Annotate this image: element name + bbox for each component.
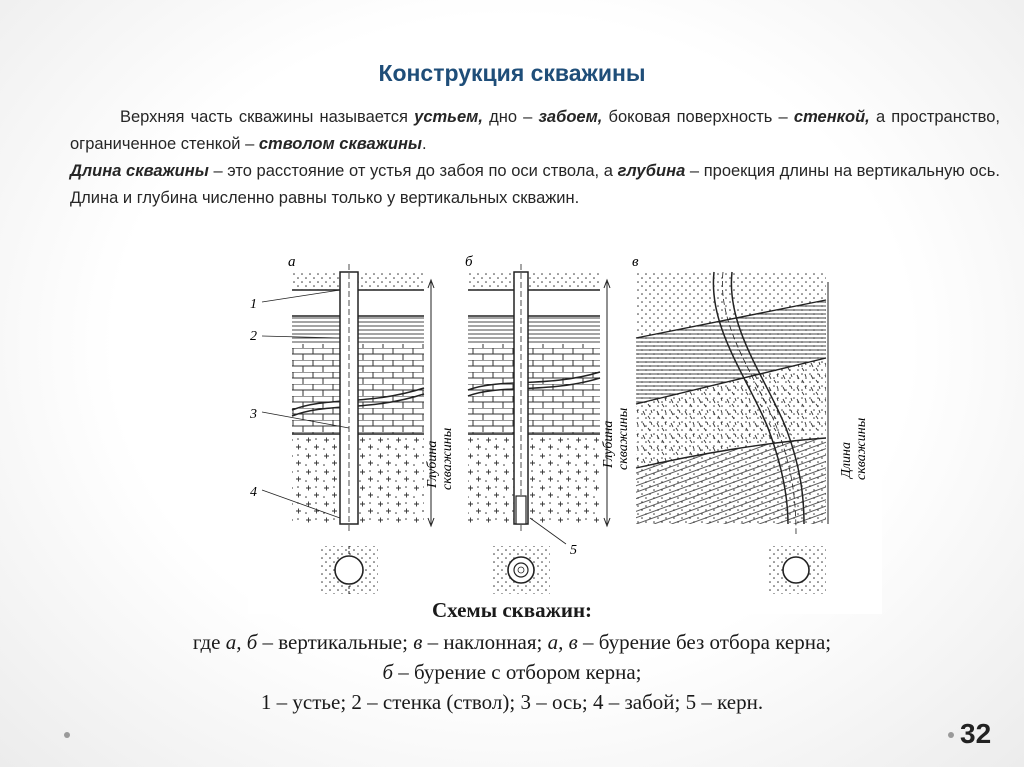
text-span: Верхняя часть скважины называется [120, 108, 415, 126]
well-schemes-figure: а 1 2 3 4 Глубина скважины [248, 228, 882, 614]
depth-label-b-1: Глубина [601, 421, 616, 469]
label-4: 4 [250, 485, 257, 500]
text-span: – это расстояние от устья до забоя по ос… [208, 162, 618, 180]
label-a: а [288, 254, 296, 270]
italic-span: б [382, 660, 394, 684]
scheme-a [261, 264, 435, 596]
text-span: – вертикальные; [257, 630, 414, 654]
label-2: 2 [250, 329, 257, 344]
term-mouth: устьем, [414, 108, 483, 126]
figure-caption-line-1: где а, б – вертикальные; в – наклонная; … [0, 630, 1024, 655]
text-span: . [422, 135, 427, 153]
text-span: боковая поверхность – [602, 108, 794, 126]
decor-dot-left [64, 732, 70, 738]
text-span: а пространство, ограниченное стенкой – [70, 108, 1000, 153]
label-c: в [632, 254, 639, 270]
scheme-b [467, 264, 611, 594]
label-b: б [465, 254, 473, 270]
text-span: где [192, 630, 226, 654]
text-span: дно – [482, 108, 539, 126]
well-schemes-svg: а 1 2 3 4 Глубина скважины [249, 254, 869, 596]
italic-span: а, б [225, 630, 258, 654]
italic-span: в [413, 630, 423, 654]
page-number: 32 [960, 718, 992, 749]
depth-label-a-1: Глубина [425, 441, 440, 489]
text-span: – бурение с отбором керна; [393, 660, 642, 684]
text-span: – бурение без отбора керна; [577, 630, 832, 654]
decor-dot-right [948, 732, 954, 738]
paragraph-definitions: Верхняя часть скважины называется устьем… [70, 104, 1000, 158]
depth-label-b-2: скважины [616, 408, 631, 470]
scheme-c [635, 271, 829, 594]
italic-span: а, в [547, 630, 578, 654]
label-3: 3 [249, 407, 257, 422]
term-length: Длина скважины [70, 162, 209, 180]
label-5: 5 [570, 543, 577, 558]
label-1: 1 [250, 297, 257, 312]
figure-caption-title: Схемы скважин: [431, 598, 593, 622]
term-wall: стенкой, [793, 108, 870, 126]
length-label-1: Длина [839, 442, 854, 480]
text-span: – наклонная; [422, 630, 548, 654]
figure-caption-line-3: 1 – устье; 2 – стенка (ствол); 3 – ось; … [260, 690, 764, 714]
text-span: – проекция длины на вертикальную ось. Дл… [70, 162, 1000, 207]
paragraph-length-depth: Длина скважины – это расстояние от устья… [70, 158, 1000, 212]
term-depth: глубина [617, 162, 686, 180]
term-bottom: забоем, [538, 108, 603, 126]
length-label-2: скважины [854, 418, 869, 480]
depth-label-a-2: скважины [440, 428, 455, 490]
figure-caption-line-2: б – бурение с отбором керна; [0, 660, 1024, 685]
term-borehole: стволом скважины [258, 135, 423, 153]
slide-title: Конструкция скважины [378, 60, 646, 86]
